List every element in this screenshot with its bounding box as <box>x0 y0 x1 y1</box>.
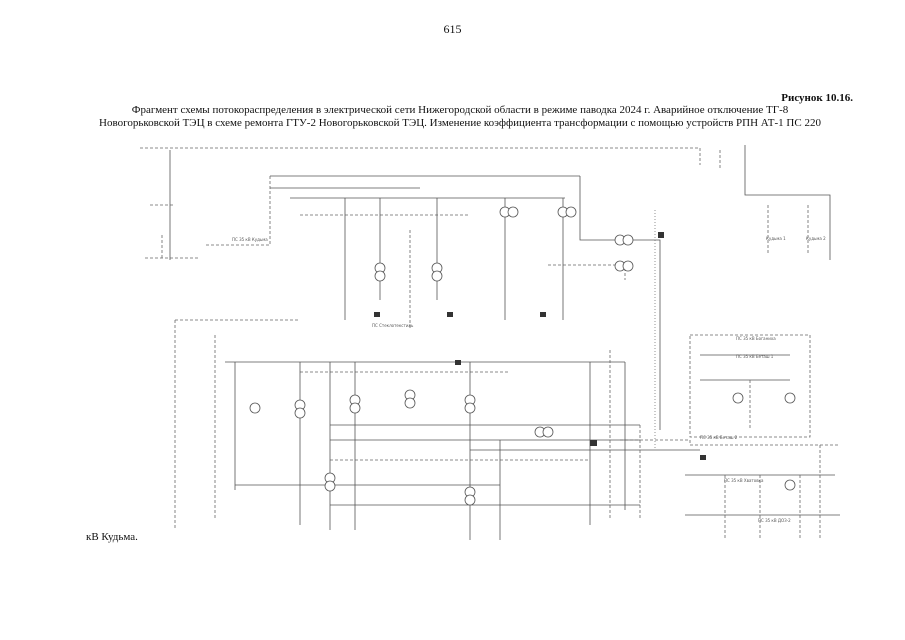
diagram-label: ПС 35 кВ Беташ 2 <box>700 435 738 440</box>
caption-line-1: Фрагмент схемы потокораспределения в эле… <box>131 104 789 116</box>
diagram-label: ПС 35 кВ Кудьма <box>232 237 268 242</box>
diagram-labels: ПС 35 кВ Боганиха ПС 35 кВ Беташ 1 ПС 35… <box>232 236 826 523</box>
caption-line-2: Новогорьковской ТЭЦ в схеме ремонта ГТУ-… <box>99 117 821 129</box>
footer-fragment: кВ Кудьма. <box>86 531 138 543</box>
diagram-label: ПС 35 кВ ДОЗ-2 <box>758 518 791 523</box>
top-feeders <box>140 145 831 260</box>
figure-caption: Фрагмент схемы потокораспределения в эле… <box>50 104 870 130</box>
diagram-label: ПС Стеклотекстиль <box>372 323 414 328</box>
diagram-label: ПС 35 кВ Боганиха <box>736 336 776 341</box>
busbars <box>205 175 840 506</box>
figure-label: Рисунок 10.16. <box>781 92 853 104</box>
page-number: 615 <box>443 22 462 36</box>
transformers <box>249 206 796 506</box>
right-substations <box>685 334 840 540</box>
breakers <box>374 232 706 460</box>
diagram-label: Кудьма 2 <box>806 236 826 241</box>
diagram-label: ПС 35 кВ Беташ 1 <box>736 354 774 359</box>
diagram-label: ПС 35 кВ Хватовка <box>724 478 764 483</box>
diagram-label: Кудьма 1 <box>766 236 786 241</box>
